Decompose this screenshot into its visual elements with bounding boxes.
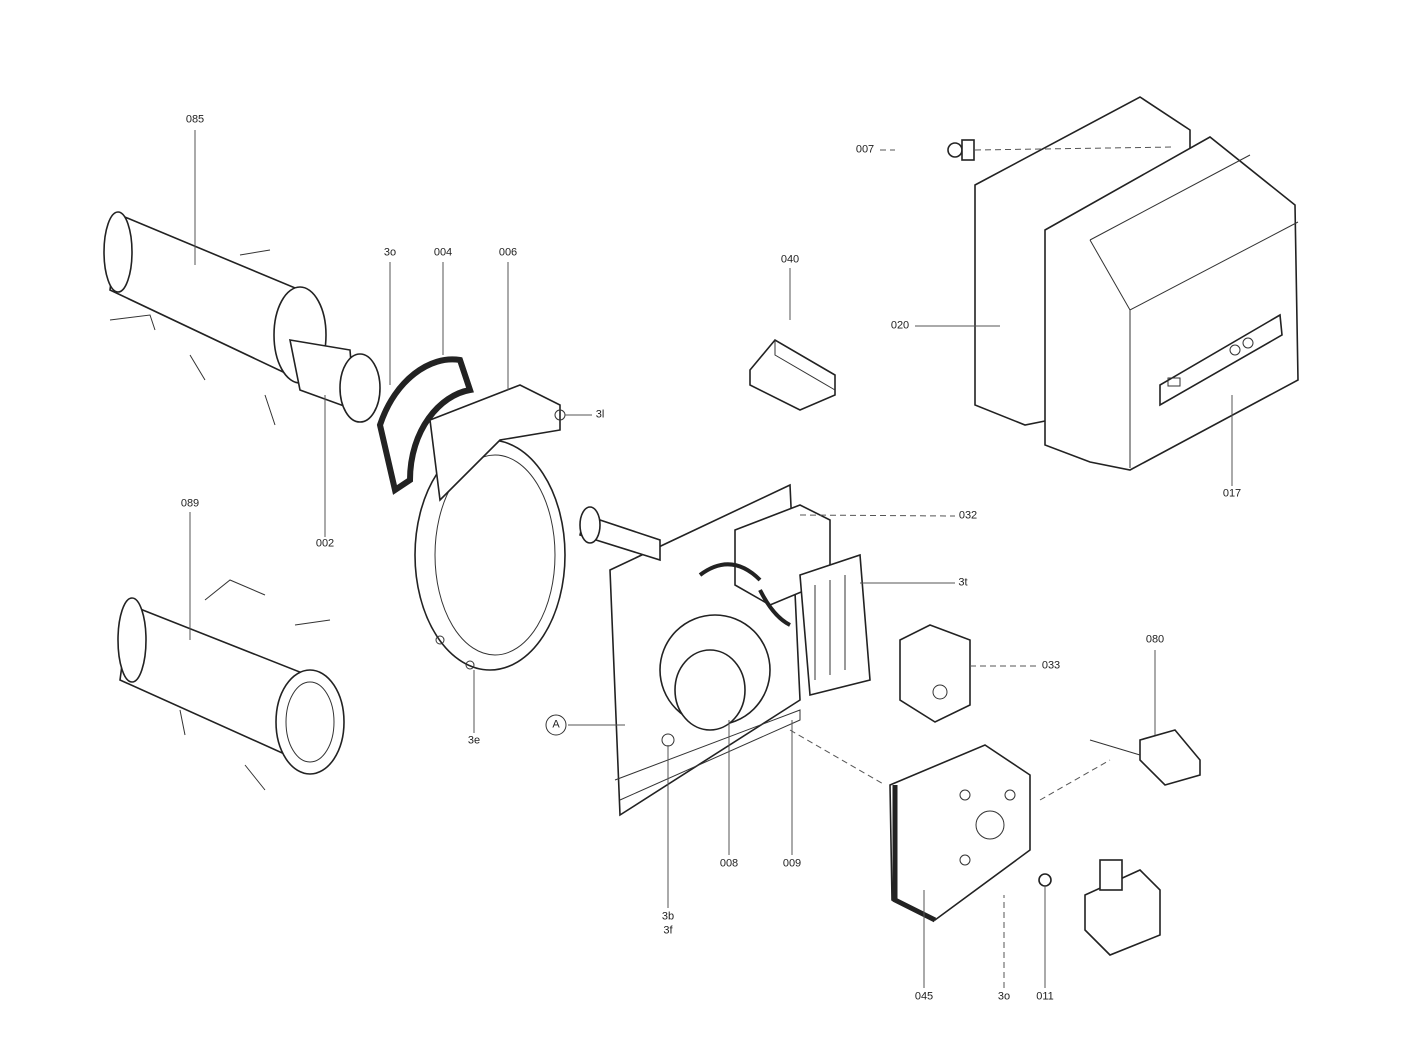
control-box-032	[698, 504, 871, 697]
gasket-004	[376, 356, 474, 495]
part-label-008: 008	[719, 857, 739, 870]
part-label-3b: 3b	[661, 910, 675, 923]
part-label-3f: 3f	[663, 924, 673, 937]
callout-circle-a	[545, 714, 567, 736]
part-label-004: 004	[433, 246, 453, 259]
part-label-3l: 3l	[595, 408, 605, 421]
blast-tube-085	[103, 211, 381, 426]
callout-label-a: A	[552, 718, 560, 731]
part-label-089: 089	[180, 497, 200, 510]
cover-033	[899, 624, 971, 723]
blast-tube-089	[117, 579, 345, 791]
part-label-007: 007	[855, 143, 875, 156]
part-label-3e: 3e	[467, 734, 481, 747]
housing-006	[414, 384, 566, 671]
part-label-3o-top: 3o	[383, 246, 397, 259]
part-label-033: 033	[1041, 659, 1061, 672]
connector-007	[947, 139, 975, 161]
transformer-040	[749, 338, 836, 411]
part-label-017: 017	[1222, 487, 1242, 500]
part-label-045: 045	[914, 990, 934, 1003]
part-label-006: 006	[498, 246, 518, 259]
motor-cover-045	[889, 744, 1031, 923]
part-label-085: 085	[185, 113, 205, 126]
leader-lines	[189, 130, 1233, 988]
part-label-040: 040	[780, 253, 800, 266]
part-label-032: 032	[958, 509, 978, 522]
part-label-009: 009	[782, 857, 802, 870]
cover-017	[1044, 136, 1299, 471]
part-label-3t: 3t	[958, 576, 968, 589]
part-label-002: 002	[315, 537, 335, 550]
part-label-011: 011	[1036, 990, 1054, 1003]
solenoid-080	[1089, 729, 1201, 786]
part-label-080: 080	[1145, 633, 1165, 646]
part-label-3o-bottom: 3o	[997, 990, 1011, 1003]
oil-pump	[1038, 859, 1161, 956]
part-label-020: 020	[890, 319, 910, 332]
